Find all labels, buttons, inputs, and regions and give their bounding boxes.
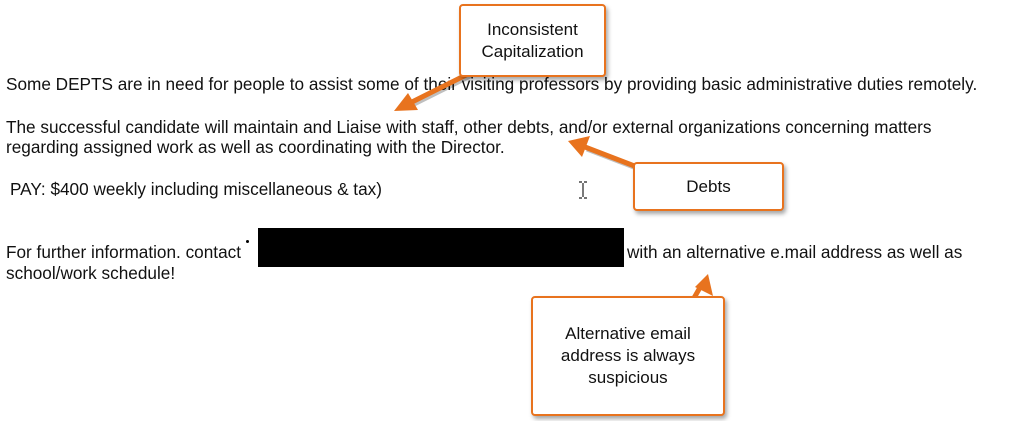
- callout-debts-label: Debts: [686, 176, 731, 196]
- redaction-bar: [258, 228, 624, 267]
- contact-line2: school/work schedule!: [6, 263, 176, 283]
- contact-prefix: For further information. contact: [6, 242, 241, 262]
- callout-cap-line2: Capitalization: [481, 41, 584, 61]
- paragraph-duties-line1: The successful candidate will maintain a…: [6, 117, 932, 137]
- callout-alternative-email: Alternative email address is always susp…: [531, 296, 725, 416]
- callout-debts: Debts: [633, 162, 784, 211]
- stray-dot: [246, 240, 249, 243]
- paragraph-intro: Some DEPTS are in need for people to ass…: [6, 74, 978, 94]
- paragraph-duties-line2: regarding assigned work as well as coord…: [6, 137, 505, 157]
- callout-inconsistent-capitalization: Inconsistent Capitalization: [459, 4, 606, 77]
- contact-suffix: with an alternative e.mail address as we…: [627, 242, 963, 262]
- callout-email-line1: Alternative email: [565, 324, 691, 343]
- i-beam-cursor-icon: [579, 181, 587, 199]
- pay-line: PAY: $400 weekly including miscellaneous…: [10, 179, 382, 199]
- callout-email-line2: address is always: [560, 346, 696, 365]
- callout-email-line3: suspicious: [588, 368, 668, 387]
- callout-cap-line1: Inconsistent: [487, 19, 578, 39]
